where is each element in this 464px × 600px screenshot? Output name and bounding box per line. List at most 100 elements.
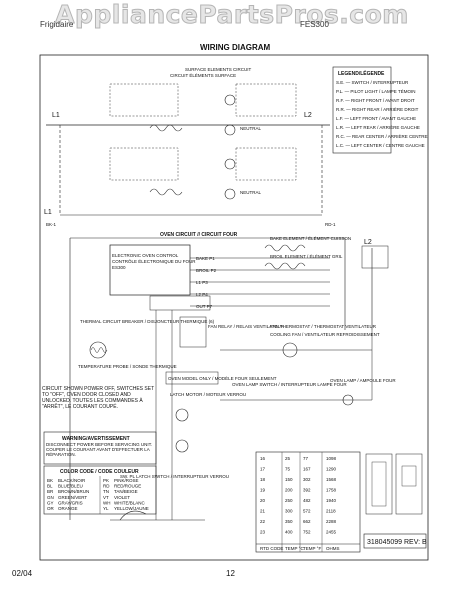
legend-item: P.L. — PILOT LIGHT / LAMPE TÉMOIN <box>336 88 415 94</box>
color-code-name: GRAY/GRIS <box>58 500 83 505</box>
legend-item: L.F. — LEFT FRONT / AVANT GAUCHE <box>336 116 416 121</box>
rtd-cell: 17 <box>260 467 266 472</box>
circuit-note: CIRCUIT SHOWN POWER OFF, SWITCHES SET TO… <box>42 386 155 410</box>
oven-model-note: OVEN MODEL ONLY / MODÈLE FOUR SEULEMENT <box>168 375 277 381</box>
oven-circuit: L1 OVEN CIRCUIT // CIRCUIT FOUR ELECTRON… <box>44 209 396 521</box>
legend-title: LEGEND/LÉGENDE <box>338 69 385 77</box>
rtd-cell: 482 <box>303 498 311 503</box>
oven-circuit-title: OVEN CIRCUIT // CIRCUIT FOUR <box>160 232 238 238</box>
rtd-cell: 2288 <box>326 519 337 524</box>
rtd-cell: 572 <box>303 509 311 514</box>
color-code-abbrev: BR <box>47 489 54 494</box>
broil-element-label: BROIL ELEMENT / ÉLÉMENT GRIL <box>270 253 343 259</box>
rtd-cell: 23 <box>260 530 266 535</box>
oven-l1-label: L1 <box>44 209 52 216</box>
door-switch-label: OVEN LAMP SWITCH / INTERRUPTEUR LAMPE FO… <box>232 382 347 387</box>
rtd-cell: 1758 <box>326 488 337 493</box>
surface-rd-label: RD-1 <box>325 222 336 227</box>
legend-box: LEGEND/LÉGENDE S.E. — SWITCH / INTERRUPT… <box>332 66 428 154</box>
rtd-cell: 392 <box>303 488 311 493</box>
relay-label: BROIL P2 <box>196 268 217 273</box>
rtd-header: TEMP °F <box>303 546 321 551</box>
color-code-abbrev: TN <box>103 489 109 494</box>
rtd-cell: 150 <box>285 477 293 482</box>
rtd-cell: 400 <box>285 530 293 535</box>
rtd-cell: 662 <box>303 519 311 524</box>
color-code-abbrev: RD <box>103 484 110 489</box>
legend-item: L.R. — LEFT REAR / ARRIÈRE GAUCHE <box>336 124 420 130</box>
rtd-cell: 250 <box>285 498 293 503</box>
control-title: ELECTRONIC OVEN CONTROL <box>112 253 179 258</box>
watermark: AppliancePartsPros.com <box>55 0 409 30</box>
rtd-cell: 18 <box>260 477 266 482</box>
color-code-name: GREEN/VERT <box>58 495 87 500</box>
fan-relay-label: FAN RELAY / RELAIS VENTILATEUR <box>208 324 285 329</box>
color-code-abbrev: BK <box>47 478 53 483</box>
bake-element-label: BAKE ELEMENT / ÉLÉMENT CUISSON <box>270 235 351 241</box>
rtd-cell: 1290 <box>326 467 337 472</box>
warning-text: DISCONNECT POWER BEFORE SERVICING UNIT. … <box>46 442 153 457</box>
legend-item: S.E. — SWITCH / INTERRUPTEUR <box>336 80 409 85</box>
color-code-name: RED/ROUGE <box>114 484 141 489</box>
neutral-label-1: NEUTRAL <box>240 126 262 131</box>
rtd-cell: 19 <box>260 488 266 493</box>
cooling-fan-label: COOLING FAN / VENTILATEUR REFROIDISSEMEN… <box>270 332 380 337</box>
rtd-cell: 300 <box>285 509 293 514</box>
color-code-abbrev: BL <box>47 484 53 489</box>
control-model: ES300 <box>112 265 126 270</box>
color-code-name: ORANGE <box>58 506 78 511</box>
rtd-cell: 752 <box>303 530 311 535</box>
rtd-header: TEMP °C <box>285 546 304 551</box>
warning-box: WARNING/AVERTISSEMENT DISCONNECT POWER B… <box>43 431 157 465</box>
surface-title-fr: CIRCUIT ÉLÉMENTS SURFACE <box>170 72 236 78</box>
relay-label: OUT P7 <box>196 304 213 309</box>
rtd-cell: 1098 <box>326 456 337 461</box>
surface-circuit: SURFACE ELEMENTS CIRCUIT CIRCUIT ÉLÉMENT… <box>46 67 336 227</box>
rtd-cell: 20 <box>260 498 266 503</box>
warning-title: WARNING/AVERTISSEMENT <box>62 436 130 442</box>
color-code-name: TAN/BEIGE <box>114 489 138 494</box>
color-code-abbrev: VT <box>103 495 109 500</box>
brand-label: Frigidaire <box>40 20 74 29</box>
rtd-cell: 77 <box>303 456 309 461</box>
surface-title-en: SURFACE ELEMENTS CIRCUIT <box>185 67 252 72</box>
legend-item: L.C. — LEFT CENTER / CENTRE GAUCHE <box>336 143 425 148</box>
circuit-note-text: CIRCUIT SHOWN POWER OFF, SWITCHES SET TO… <box>42 386 155 410</box>
page-number: 12 <box>226 569 235 578</box>
control-title-fr: CONTRÔLE ÉLECTRONIQUE DU FOUR <box>112 258 196 264</box>
rtd-cell: 302 <box>303 477 311 482</box>
fan-thermostat-label: FAN THERMOSTAT / THERMOSTAT VENTILATEUR <box>270 324 377 329</box>
neutral-label-2: NEUTRAL <box>240 190 262 195</box>
relay-label: L1 P3 <box>196 280 208 285</box>
legend-item: R.R. — RIGHT REAR / ARRIÈRE DROIT <box>336 106 419 112</box>
surface-bk-label: BK-1 <box>46 222 57 227</box>
color-code-abbrev: WH <box>103 500 111 505</box>
rtd-cell: 16 <box>260 456 266 461</box>
rtd-cell: 75 <box>285 467 291 472</box>
relay-label: BAKE P1 <box>196 256 215 261</box>
connector-diagram <box>365 453 423 515</box>
part-number-box: 318045099 REV: B <box>363 533 427 549</box>
color-code-abbrev: PK <box>103 478 109 483</box>
color-code-abbrev: OR <box>47 506 55 511</box>
probe-label: TEMPERATURE PROBE / SONDE THERMIQUE <box>78 364 177 369</box>
footer-date: 02/04 <box>12 569 33 578</box>
color-code-name: BROWN/BRUN <box>58 489 89 494</box>
color-code-title: COLOR CODE / CODE COULEUR <box>60 469 139 475</box>
rtd-cell: 350 <box>285 519 293 524</box>
rtd-cell: 1568 <box>326 477 337 482</box>
latch-motor-label: LATCH MOTOR / MOTEUR VERROU <box>170 392 246 397</box>
rtd-cell: 22 <box>260 519 266 524</box>
page-title: WIRING DIAGRAM <box>200 43 271 52</box>
color-code-abbrev: GY <box>47 500 54 505</box>
color-code-name: WHITE/BLANC <box>114 500 146 505</box>
rtd-cell: 2455 <box>326 530 337 535</box>
color-code-name: BLUE/BLEU <box>58 484 83 489</box>
part-number: 318045099 REV: B <box>367 539 427 546</box>
color-code-name: PINK/ROSE <box>114 478 139 483</box>
